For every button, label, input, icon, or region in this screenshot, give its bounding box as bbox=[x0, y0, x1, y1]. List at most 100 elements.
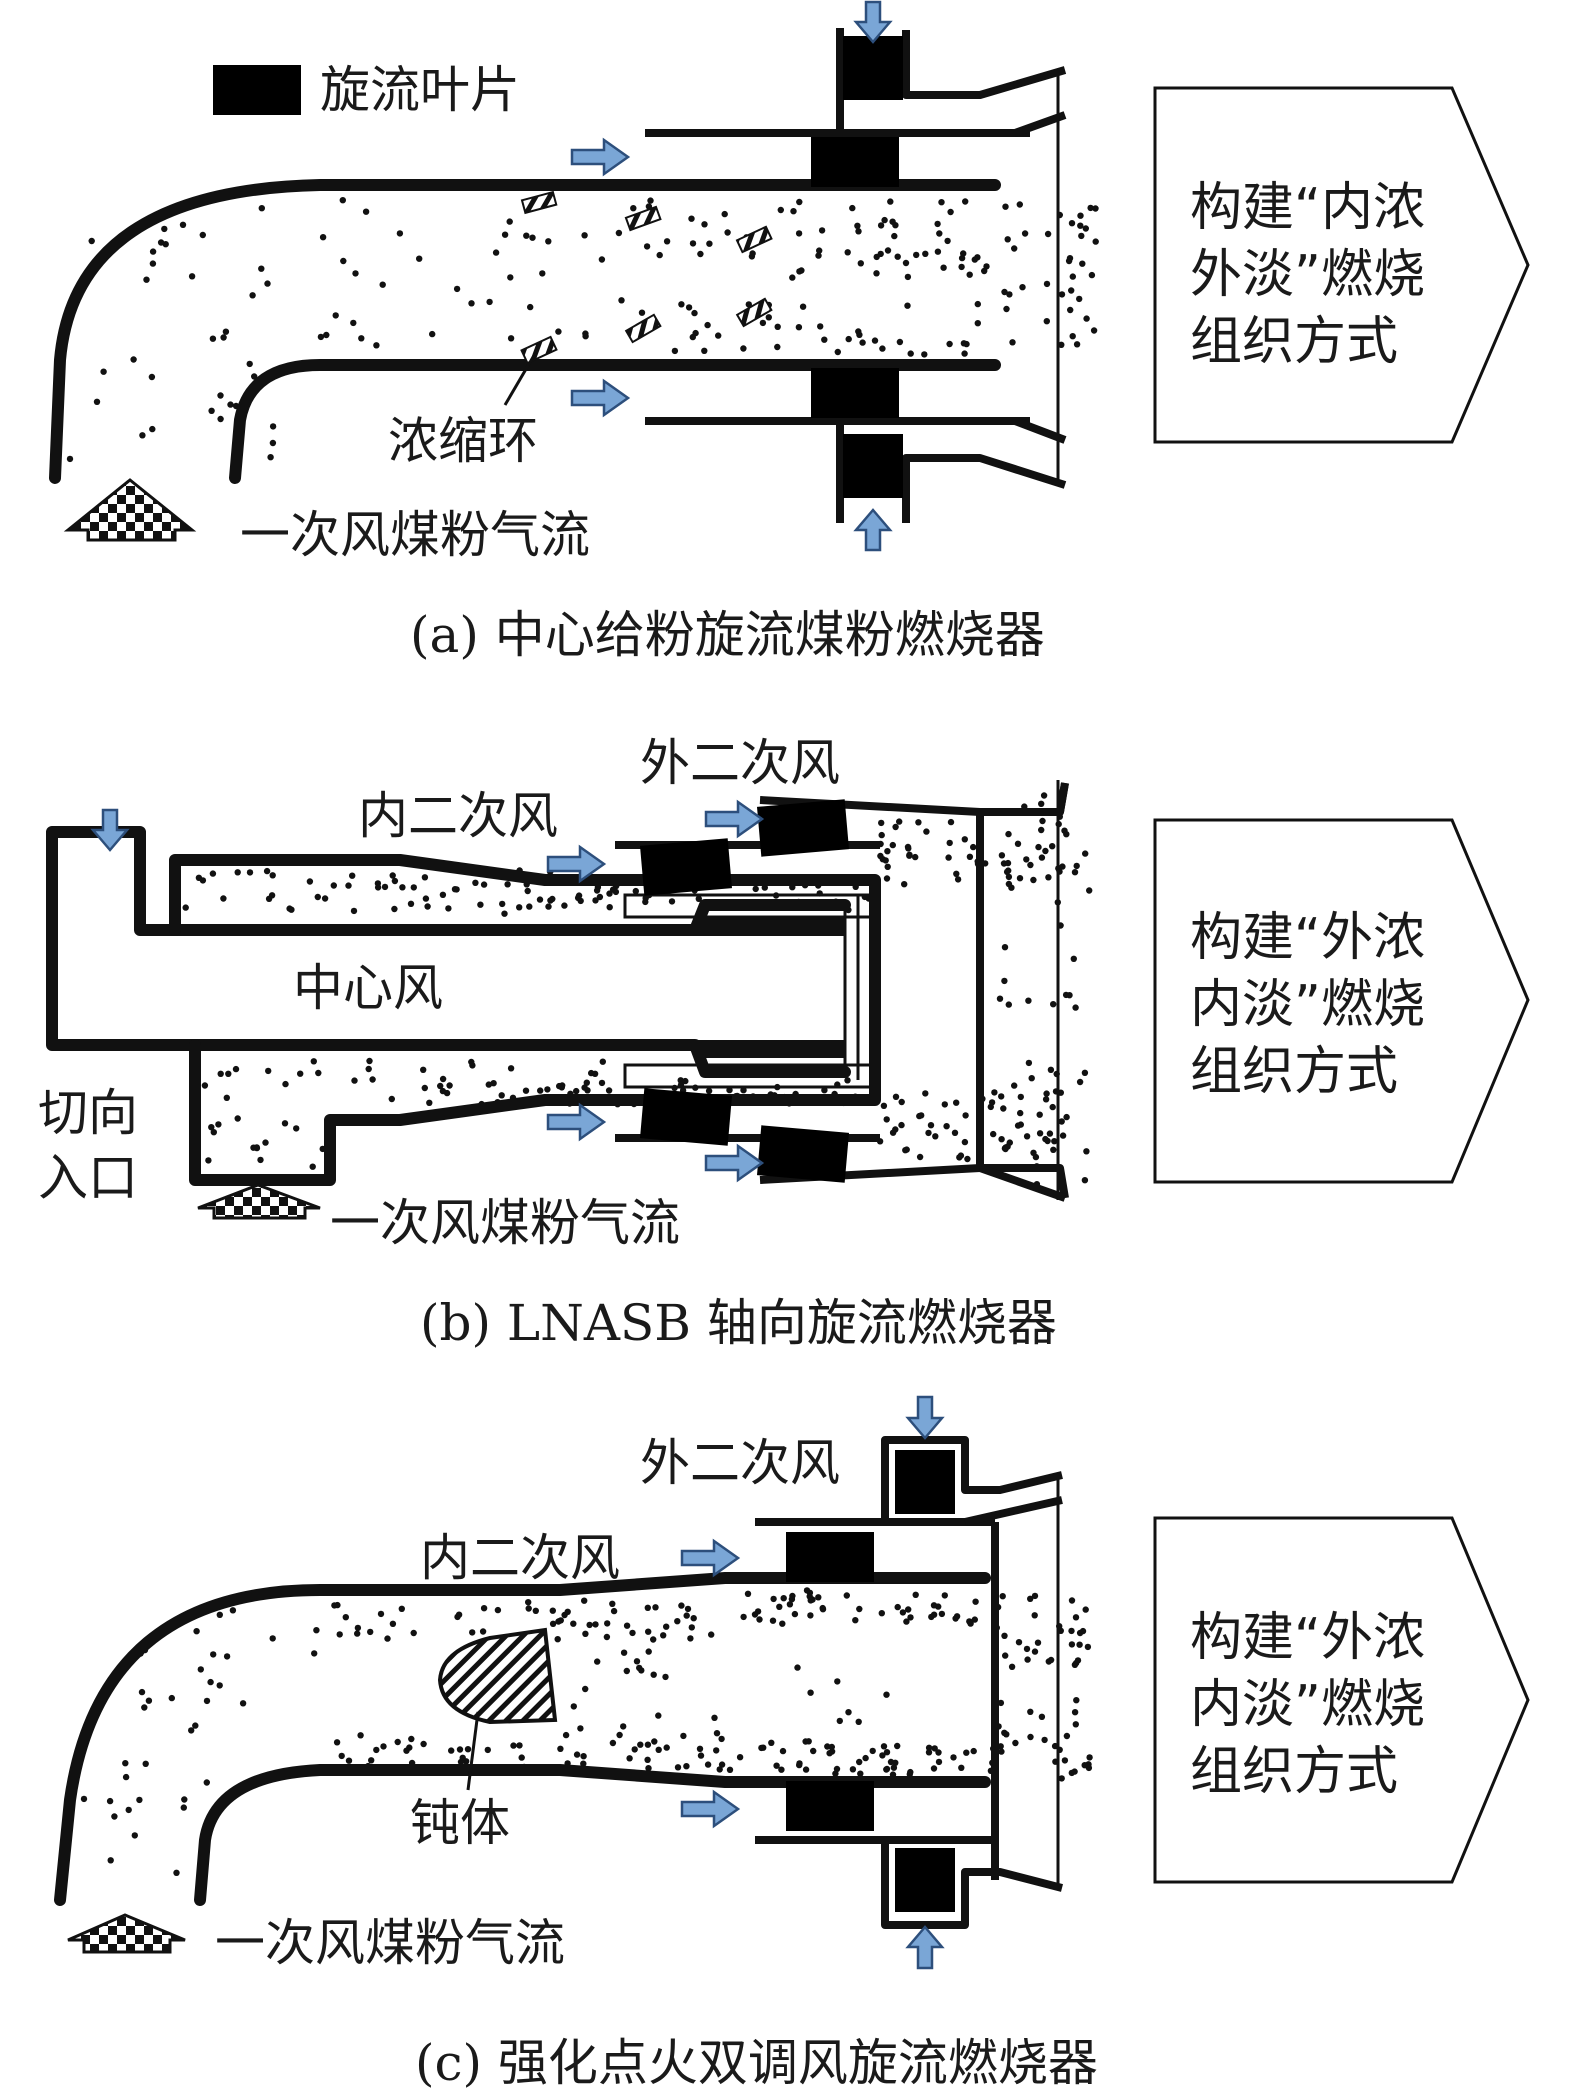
coal-particle bbox=[898, 1098, 905, 1106]
coal-particle bbox=[106, 1797, 114, 1805]
coal-particle bbox=[680, 1732, 687, 1740]
coal-particle bbox=[479, 1628, 487, 1635]
coal-particle bbox=[961, 350, 968, 357]
coal-particle bbox=[357, 1732, 364, 1739]
coal-particle bbox=[157, 239, 165, 246]
coal-particle bbox=[951, 1129, 959, 1137]
coal-particle bbox=[526, 903, 533, 910]
coal-particle bbox=[203, 1779, 210, 1786]
coal-particle bbox=[581, 232, 588, 239]
coal-particle bbox=[586, 1621, 593, 1629]
concept-box-line-2: 内淡”燃烧 bbox=[1190, 1675, 1425, 1735]
coal-particle bbox=[844, 1077, 851, 1084]
coal-particle bbox=[740, 345, 747, 352]
coal-particle bbox=[894, 1742, 901, 1750]
coal-particle bbox=[1082, 225, 1090, 232]
coal-particle bbox=[609, 1739, 617, 1747]
coal-particle bbox=[350, 319, 357, 327]
coal-particle bbox=[351, 1077, 358, 1084]
outer-flare-bottom bbox=[906, 417, 1067, 444]
coal-particle bbox=[379, 281, 386, 288]
coal-particle bbox=[199, 877, 207, 884]
coal-particle bbox=[650, 1671, 657, 1678]
coal-particle bbox=[896, 818, 903, 825]
coal-particle bbox=[856, 1605, 863, 1613]
coal-particle bbox=[510, 1742, 517, 1749]
coal-particle bbox=[263, 867, 271, 875]
coal-particle bbox=[319, 234, 327, 241]
coal-particle bbox=[1076, 295, 1083, 303]
coal-particle bbox=[581, 1597, 588, 1604]
bluff-leader-line bbox=[466, 1711, 480, 1791]
coal-particle bbox=[996, 995, 1004, 1002]
coal-particle bbox=[580, 1753, 587, 1760]
coal-particle bbox=[192, 1722, 199, 1729]
coal-particle bbox=[1027, 1733, 1034, 1741]
coal-particle bbox=[1083, 315, 1090, 322]
vane-legend-label: 旋流叶片 bbox=[320, 61, 520, 119]
coal-particle bbox=[623, 1667, 630, 1675]
coal-particle bbox=[818, 227, 826, 234]
coal-particle bbox=[740, 1613, 747, 1621]
coal-particle bbox=[857, 260, 864, 267]
inner-vane-bottom bbox=[811, 368, 899, 418]
coal-particle bbox=[501, 910, 508, 917]
coal-particle bbox=[559, 1082, 566, 1089]
coal-particle bbox=[1076, 1641, 1083, 1648]
coal-particle bbox=[1069, 273, 1077, 280]
coal-particle bbox=[645, 1648, 652, 1655]
coal-particle bbox=[938, 199, 945, 206]
coal-particle bbox=[537, 1087, 544, 1094]
coal-particle bbox=[972, 1598, 979, 1605]
coal-particle bbox=[945, 854, 952, 861]
coal-particle bbox=[887, 198, 894, 205]
coal-particle bbox=[506, 218, 513, 225]
coal-particle bbox=[690, 1615, 697, 1622]
coal-particle bbox=[1017, 1121, 1024, 1128]
coal-particle bbox=[367, 1628, 374, 1636]
coal-particle bbox=[990, 1130, 997, 1138]
coal-particle bbox=[188, 273, 196, 280]
coal-particle bbox=[1087, 204, 1094, 212]
outer-vane-bottom bbox=[756, 1125, 850, 1183]
coal-particle bbox=[339, 197, 346, 204]
coal-particle bbox=[504, 881, 511, 888]
coal-particle bbox=[913, 251, 920, 259]
coal-particle bbox=[1086, 887, 1093, 894]
coal-particle bbox=[1073, 341, 1081, 348]
coal-particle bbox=[149, 248, 157, 255]
coal-particle bbox=[931, 1745, 938, 1752]
coal-particle bbox=[1043, 318, 1051, 325]
coal-particle bbox=[216, 1682, 223, 1689]
coal-particle bbox=[539, 270, 546, 277]
coal-particle bbox=[529, 234, 536, 241]
coal-particle bbox=[744, 1590, 752, 1598]
coal-particle bbox=[921, 351, 928, 358]
coal-particle bbox=[716, 1766, 723, 1773]
coal-particle bbox=[410, 1629, 417, 1637]
coal-particle bbox=[345, 882, 352, 889]
coal-particle bbox=[1017, 1093, 1024, 1101]
coal-particle bbox=[778, 1766, 785, 1773]
coal-particle bbox=[780, 1595, 787, 1602]
coal-particle bbox=[692, 329, 699, 337]
coal-particle bbox=[437, 1082, 444, 1090]
coal-particle bbox=[962, 198, 969, 205]
coal-particle bbox=[145, 1697, 153, 1704]
coal-particle bbox=[776, 1603, 783, 1611]
coal-particle bbox=[642, 898, 649, 906]
coal-particle bbox=[313, 1627, 320, 1634]
coal-particle bbox=[892, 1093, 900, 1101]
coal-particle bbox=[903, 1618, 910, 1625]
coal-particle bbox=[884, 863, 891, 870]
coal-particle bbox=[1000, 860, 1008, 867]
coal-particle bbox=[582, 1685, 589, 1693]
coal-particle bbox=[220, 895, 227, 902]
coal-particle bbox=[971, 256, 978, 263]
coal-particle bbox=[1045, 874, 1052, 881]
coal-particle bbox=[638, 309, 646, 316]
coal-particle bbox=[807, 1689, 814, 1696]
coal-particle bbox=[957, 1152, 965, 1159]
coal-particle bbox=[749, 250, 756, 257]
coal-particle bbox=[1016, 201, 1023, 208]
